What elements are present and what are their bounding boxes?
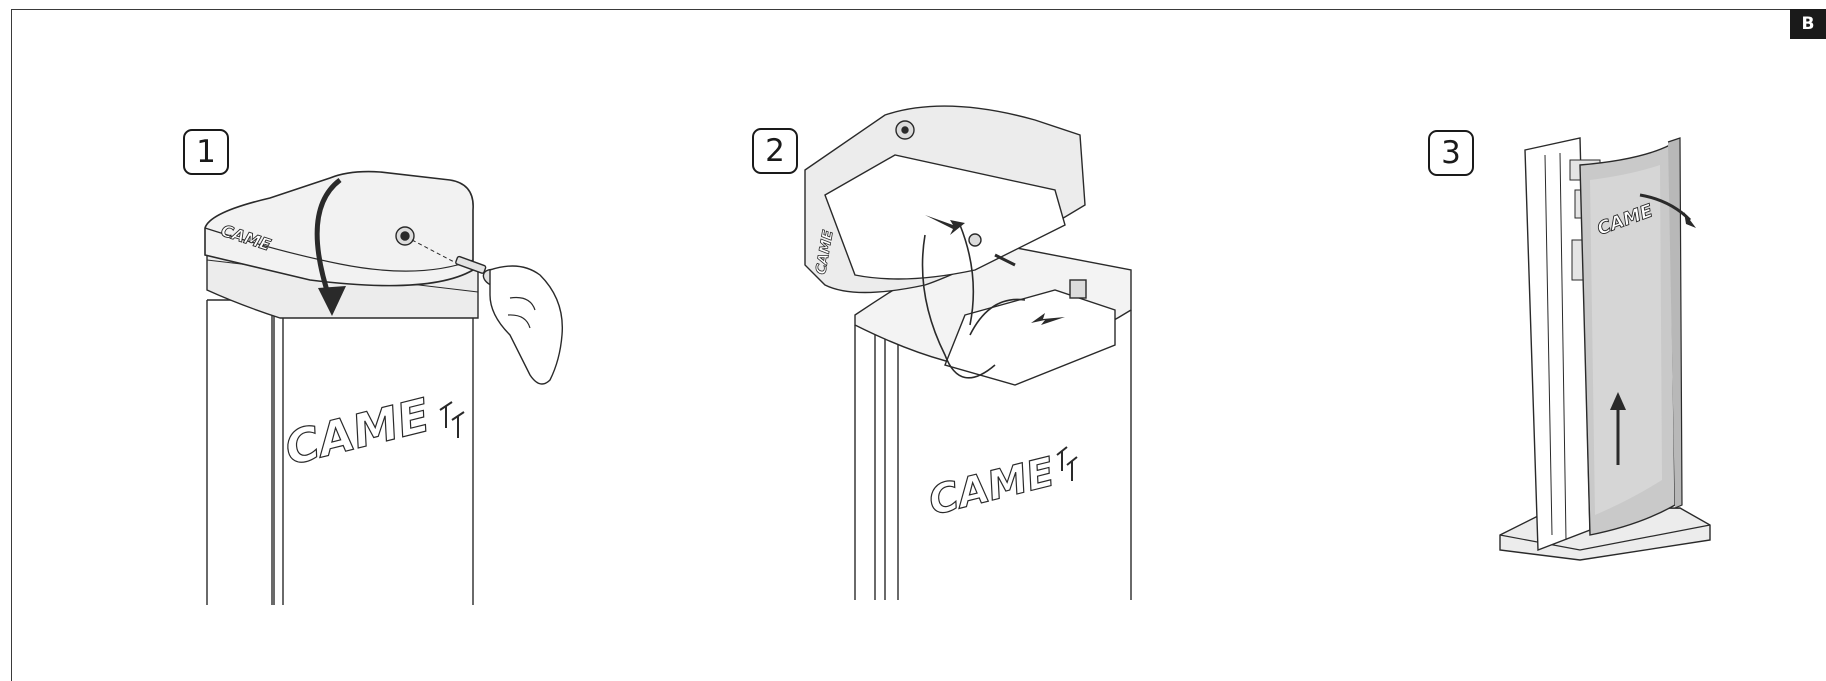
brand-logo-body: CAME [280, 388, 435, 476]
step2-illustration: CAME CAME [804, 105, 1132, 600]
step-number-badge: 3 [1428, 130, 1474, 176]
step-number-badge: 1 [183, 129, 229, 175]
page-frame [11, 9, 1826, 681]
step1-illustration: CAME CAME [204, 170, 564, 605]
brand-mark-icon [439, 401, 465, 438]
hand-icon [489, 265, 564, 385]
section-tab: B [1790, 9, 1826, 39]
barrier-column [204, 170, 479, 605]
brand-logo-body: CAME [924, 449, 1059, 524]
step3-illustration: CAME [1499, 137, 1711, 561]
step-number-badge: 2 [752, 128, 798, 174]
brand-mark-icon [1056, 446, 1078, 481]
direction-arrow-icon [925, 215, 1065, 325]
rotate-arrow [314, 178, 342, 301]
